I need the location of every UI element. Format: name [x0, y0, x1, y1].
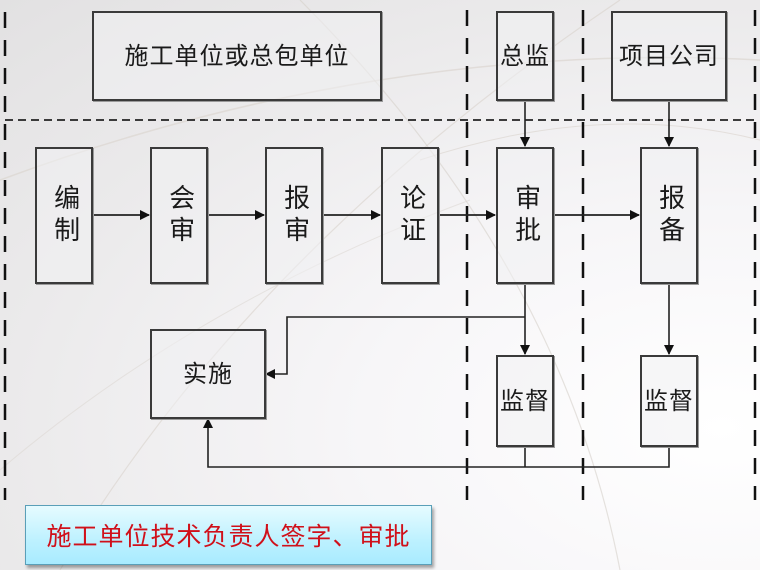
lane-header-chief-supervisor: 总监 [496, 11, 554, 101]
note-banner-text: 施工单位技术负责人签字、审批 [46, 522, 411, 551]
arrow-supervise-to-implement [203, 418, 670, 468]
step-supervise-chief: 监督 [496, 355, 554, 447]
step-implement-label: 实施 [183, 359, 233, 388]
step-demonstrate-label: 论证 [395, 183, 426, 248]
step-supervise-company-label: 监督 [644, 386, 694, 415]
step-approve-label: 审批 [510, 183, 541, 248]
step-joint-review: 会审 [150, 147, 208, 284]
step-file-record-label: 报备 [654, 183, 685, 248]
step-file-record: 报备 [640, 147, 698, 284]
lane-header-chief-supervisor-label: 总监 [500, 41, 550, 70]
step-compile: 编制 [35, 147, 93, 284]
lane-header-contractor-label: 施工单位或总包单位 [124, 41, 350, 70]
step-supervise-chief-label: 监督 [500, 386, 550, 415]
step-compile-label: 编制 [49, 183, 80, 248]
note-banner: 施工单位技术负责人签字、审批 [25, 505, 432, 565]
step-submit-review-label: 报审 [279, 183, 310, 248]
lane-header-project-company-label: 项目公司 [619, 41, 719, 70]
step-approve: 审批 [496, 147, 554, 284]
arrow-approve-to-implement [265, 316, 525, 379]
step-implement: 实施 [150, 329, 266, 419]
lane-header-project-company: 项目公司 [611, 11, 727, 101]
step-demonstrate: 论证 [381, 147, 439, 284]
lane-header-contractor: 施工单位或总包单位 [92, 11, 382, 101]
step-submit-review: 报审 [265, 147, 323, 284]
step-joint-review-label: 会审 [164, 183, 195, 248]
step-supervise-company: 监督 [640, 355, 698, 447]
